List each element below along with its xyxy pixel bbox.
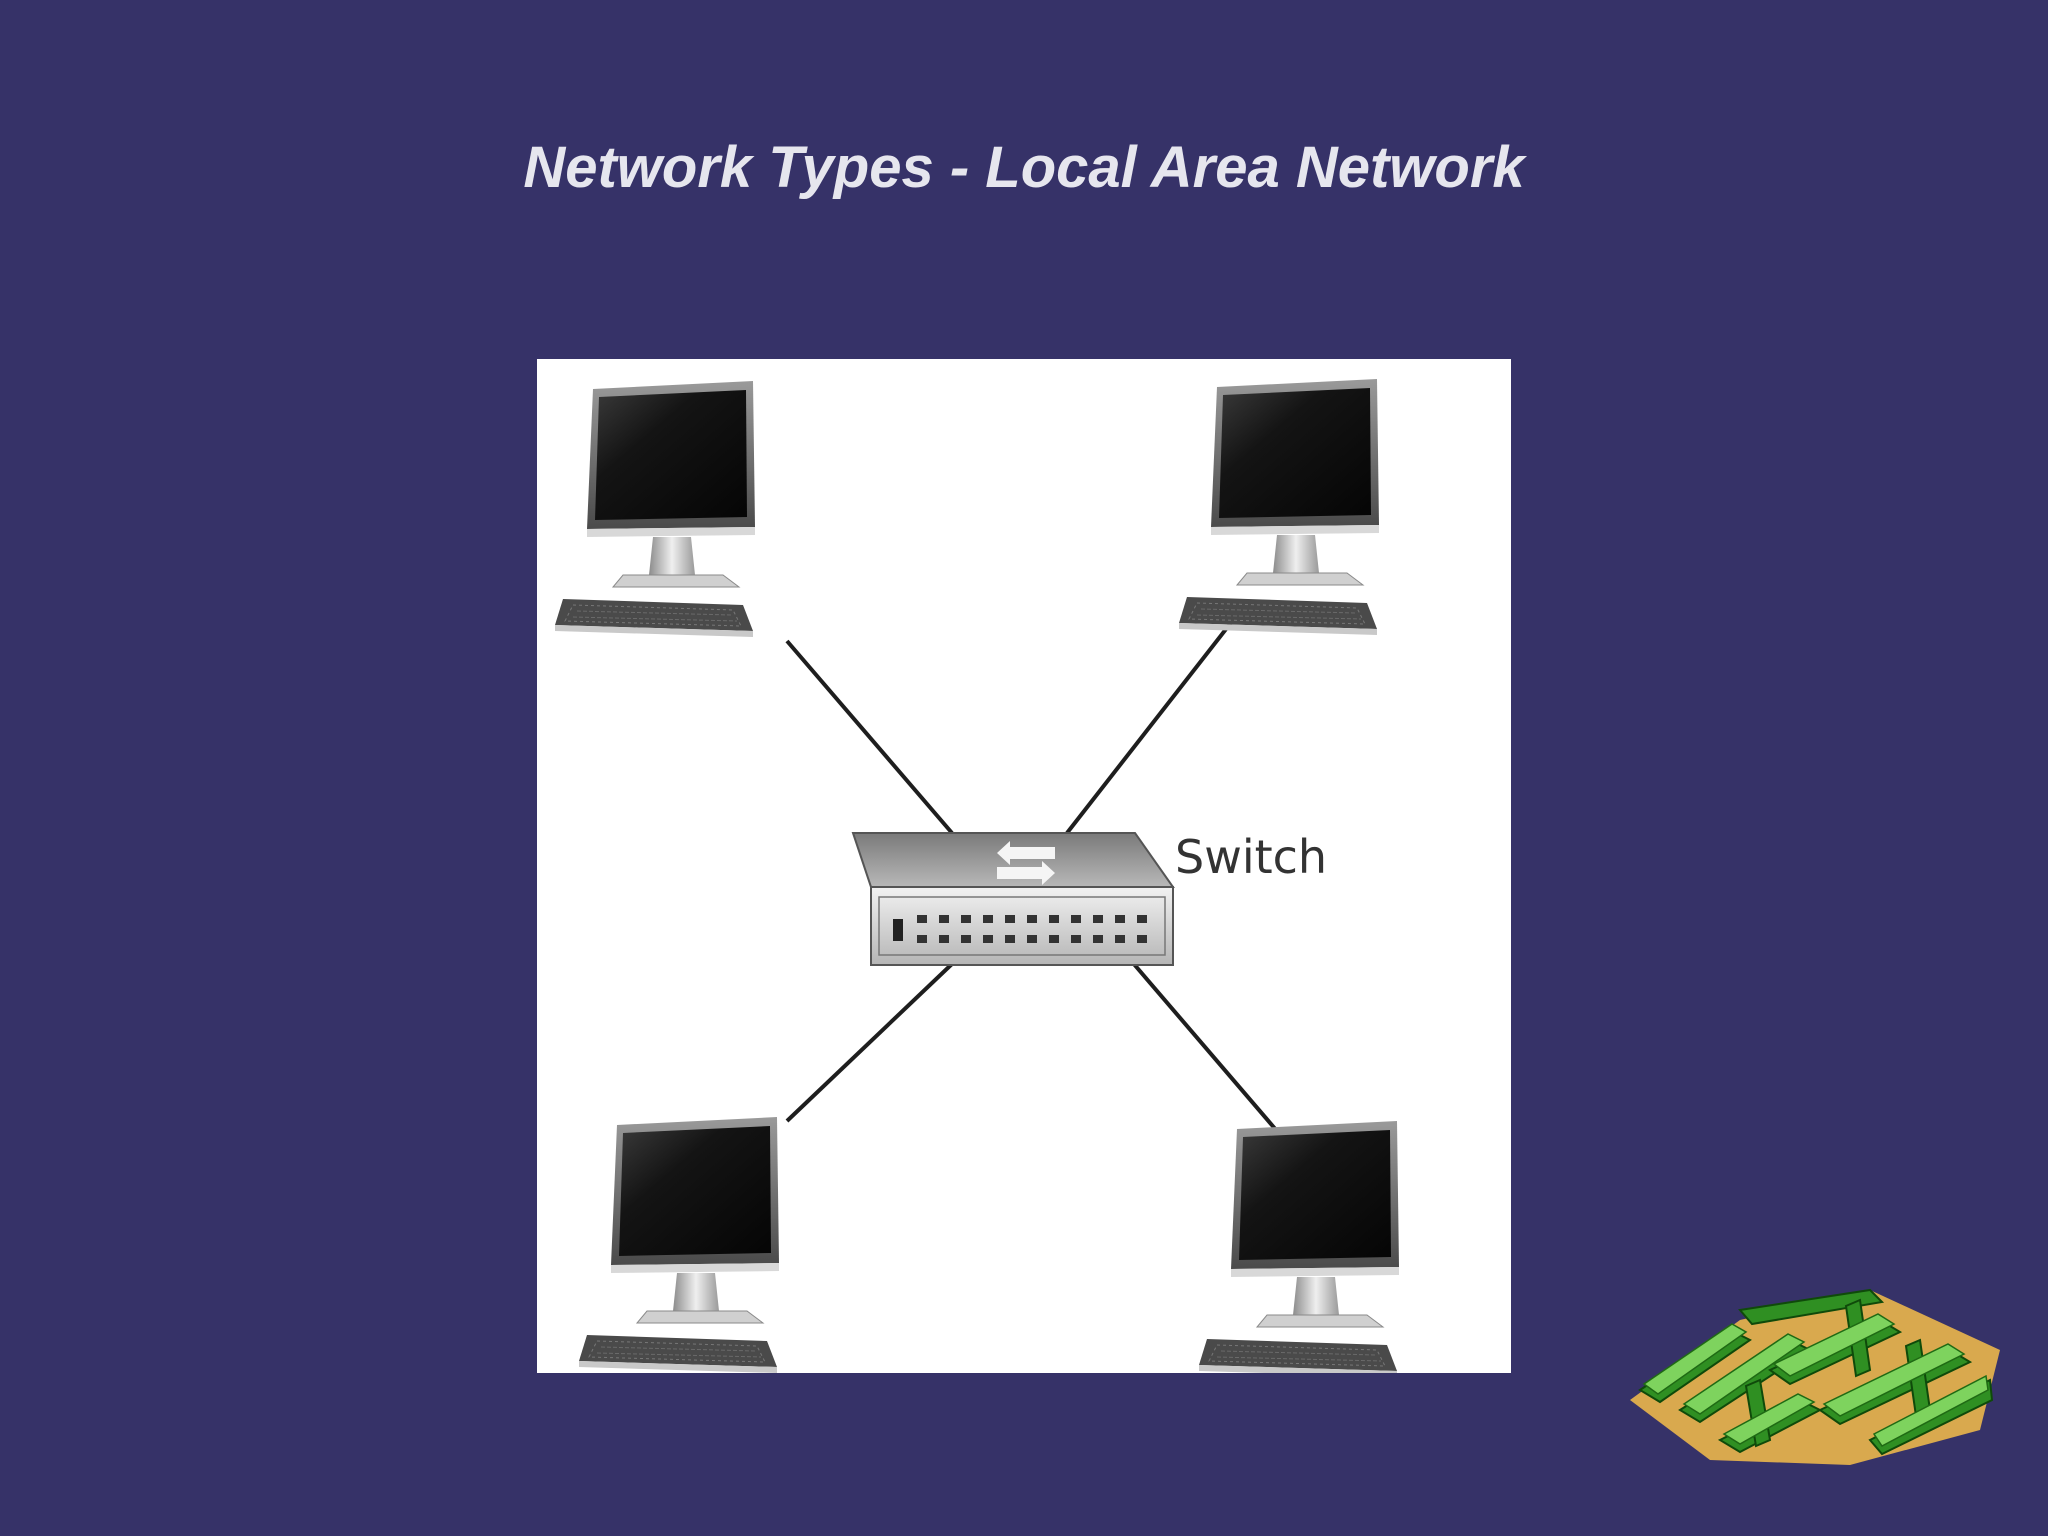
- lan-diagram: Switch: [537, 359, 1511, 1373]
- desktop-computer-icon: [1178, 378, 1380, 636]
- cable-bottom-right: [1131, 961, 1279, 1133]
- green-maze-icon: [1630, 1288, 2000, 1465]
- cable-bottom-left: [785, 961, 955, 1123]
- cable-top-right: [1065, 613, 1239, 835]
- switch-label: Switch: [1175, 830, 1327, 884]
- desktop-computer-icon: [578, 1116, 780, 1373]
- desktop-computer-icon: [554, 380, 756, 638]
- slide-title: Network Types - Local Area Network: [523, 135, 1525, 200]
- desktop-computer-icon: [1198, 1120, 1400, 1373]
- network-switch-icon: [851, 832, 1175, 966]
- cable-top-left: [785, 639, 954, 835]
